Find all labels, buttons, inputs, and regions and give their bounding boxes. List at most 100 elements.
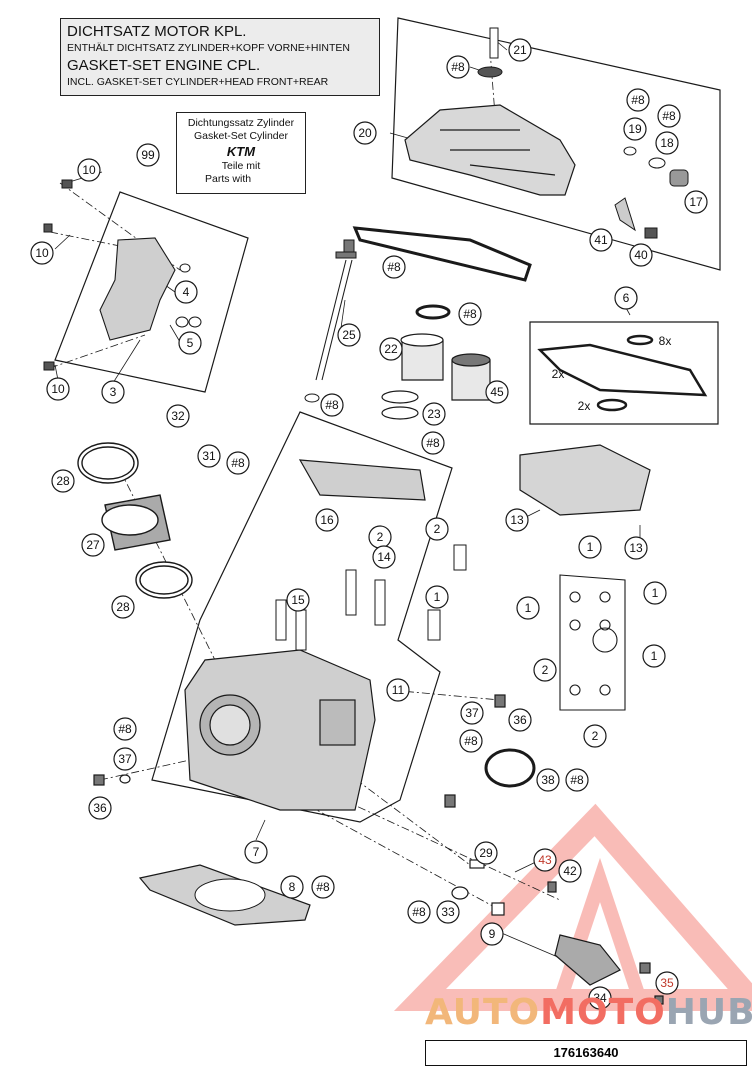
callout-label: 5 [187, 336, 194, 350]
callout-label: 2 [434, 522, 441, 536]
callout-label: #8 [316, 880, 330, 894]
callout-58: #8 [565, 768, 589, 792]
callout-56: 36 [88, 796, 112, 820]
callout-24: 23 [422, 402, 446, 426]
callout-30: 32 [166, 404, 190, 428]
callout-label: 38 [541, 773, 555, 787]
callout-5: 4 [174, 280, 198, 304]
callout-17: 40 [629, 243, 653, 267]
callout-label: 1 [651, 649, 658, 663]
callout-4: 3 [101, 380, 125, 404]
callout-1: 10 [77, 158, 101, 182]
cylinder-head [184, 649, 376, 811]
callout-label: 28 [116, 600, 130, 614]
callout-label: 3 [110, 385, 117, 399]
callout-label: 10 [35, 246, 49, 260]
callout-7: 99 [136, 143, 160, 167]
callout-label: 42 [563, 864, 577, 878]
callout-label: 6 [623, 291, 630, 305]
callout-38: 13 [624, 536, 648, 560]
part-number-box: 176163640 [425, 1040, 747, 1066]
callout-label: 2 [377, 530, 384, 544]
callout-label: 9 [489, 927, 496, 941]
note-de-title: DICHTSATZ MOTOR KPL. [67, 23, 247, 40]
bracket [99, 237, 176, 341]
callout-21: 22 [379, 337, 403, 361]
bracket-frame [54, 191, 249, 393]
callout-label: 18 [660, 136, 674, 150]
callout-label: #8 [118, 722, 132, 736]
callout-label: 7 [253, 845, 260, 859]
callout-47: 2 [368, 525, 392, 549]
callout-label: 1 [652, 586, 659, 600]
callout-32: #8 [226, 451, 250, 475]
callout-42: 1 [425, 585, 449, 609]
callout-label: 17 [689, 195, 703, 209]
callout-label: 40 [634, 248, 648, 262]
callout-label: 99 [141, 148, 155, 162]
callout-label: 11 [392, 683, 405, 697]
callout-label: 20 [358, 126, 372, 140]
callout-label: 41 [594, 233, 608, 247]
callout-63: 8 [280, 875, 304, 899]
callout-23: #8 [458, 302, 482, 326]
callout-10: #8 [446, 55, 470, 79]
callout-label: 43 [538, 853, 552, 867]
callout-51: 37 [460, 701, 484, 725]
callout-35: 28 [111, 595, 135, 619]
callout-label: 8 [289, 880, 296, 894]
callout-48: 14 [372, 545, 396, 569]
cover-frame [391, 17, 721, 271]
kit-line-en: Gasket-Set Cylinder [194, 130, 288, 142]
callout-14: 18 [655, 131, 679, 155]
callout-45: 2 [583, 724, 607, 748]
callout-label: 37 [465, 706, 479, 720]
callout-label: 34 [593, 991, 607, 1005]
callout-label: 25 [342, 328, 356, 342]
callout-label: 32 [171, 409, 185, 423]
callout-39: 1 [578, 535, 602, 559]
callout-60: 29 [474, 841, 498, 865]
callout-label: 2 [542, 663, 549, 677]
callout-label: 29 [479, 846, 493, 860]
callout-34: 27 [81, 533, 105, 557]
watermark-brand: AUTOMOTOHUB [425, 992, 752, 1033]
note-en-sub: INCL. GASKET-SET CYLINDER+HEAD FRONT+REA… [67, 76, 329, 88]
callout-label: 22 [384, 342, 398, 356]
callout-label: 2 [592, 729, 599, 743]
callout-label: 4 [183, 285, 190, 299]
callout-62: 42 [558, 859, 582, 883]
callout-label: 27 [86, 538, 100, 552]
callout-label: 23 [427, 407, 441, 421]
callout-59: 7 [244, 840, 268, 864]
callout-label: #8 [662, 109, 676, 123]
note-en-title: GASKET-SET ENGINE CPL. [67, 57, 261, 74]
callout-label: 16 [320, 513, 334, 527]
callout-2: 10 [30, 241, 54, 265]
callout-label: 36 [93, 801, 107, 815]
cylinder-bolt [304, 239, 357, 403]
callout-label: #8 [231, 456, 245, 470]
watermark-hub: HUB [665, 992, 752, 1033]
callout-25: #8 [421, 431, 445, 455]
callout-36: 16 [315, 508, 339, 532]
callout-label: #8 [570, 773, 584, 787]
callout-41: 1 [516, 596, 540, 620]
callout-label: 45 [490, 385, 504, 399]
callout-label: 31 [202, 449, 216, 463]
callout-label: #8 [451, 60, 465, 74]
callout-40: 2 [425, 517, 449, 541]
callout-label: 10 [51, 382, 65, 396]
callout-65: #8 [407, 900, 431, 924]
cover-gasket [352, 226, 532, 282]
callout-9: 21 [508, 38, 532, 62]
callout-66: 33 [436, 900, 460, 924]
callout-61: 43 [533, 848, 557, 872]
callout-label: 1 [587, 540, 594, 554]
rocker-carrier [298, 459, 426, 501]
callout-label: 13 [629, 541, 643, 555]
callout-50: 11 [386, 678, 410, 702]
